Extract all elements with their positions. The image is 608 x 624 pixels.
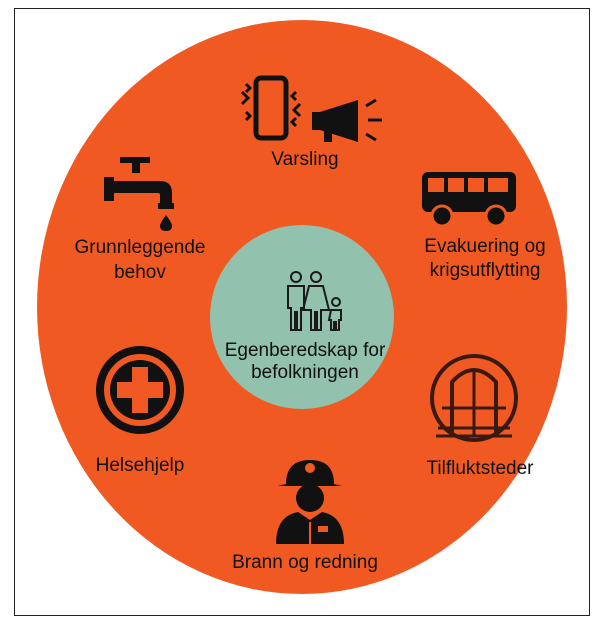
segment-label-behov-line2: behov [114, 262, 166, 283]
segment-label-evakuering-line2: krigsutflytting [429, 260, 541, 281]
segment-label-tilfluktsteder: Tilfluktsteder [426, 458, 534, 479]
segment-label-behov-line1: Grunnleggende [74, 237, 206, 258]
vibrating-phone-icon [240, 75, 302, 141]
center-label-line2: befolkningen [251, 362, 359, 383]
shelter-door-icon [430, 354, 518, 442]
water-tap-icon [104, 157, 174, 231]
segment-label-helse: Helsehjelp [95, 455, 185, 476]
medical-cross-icon [96, 346, 184, 434]
segment-label-evakuering-line1: Evakuering og [424, 236, 546, 257]
bus-icon [422, 172, 516, 228]
family-icon [287, 271, 342, 331]
megaphone-icon [312, 98, 382, 142]
segment-label-varsling: Varsling [271, 149, 339, 170]
center-label-line1: Egenberedskap for [224, 340, 386, 361]
segment-label-brann: Brann og redning [232, 552, 378, 573]
firefighter-icon [276, 460, 344, 544]
